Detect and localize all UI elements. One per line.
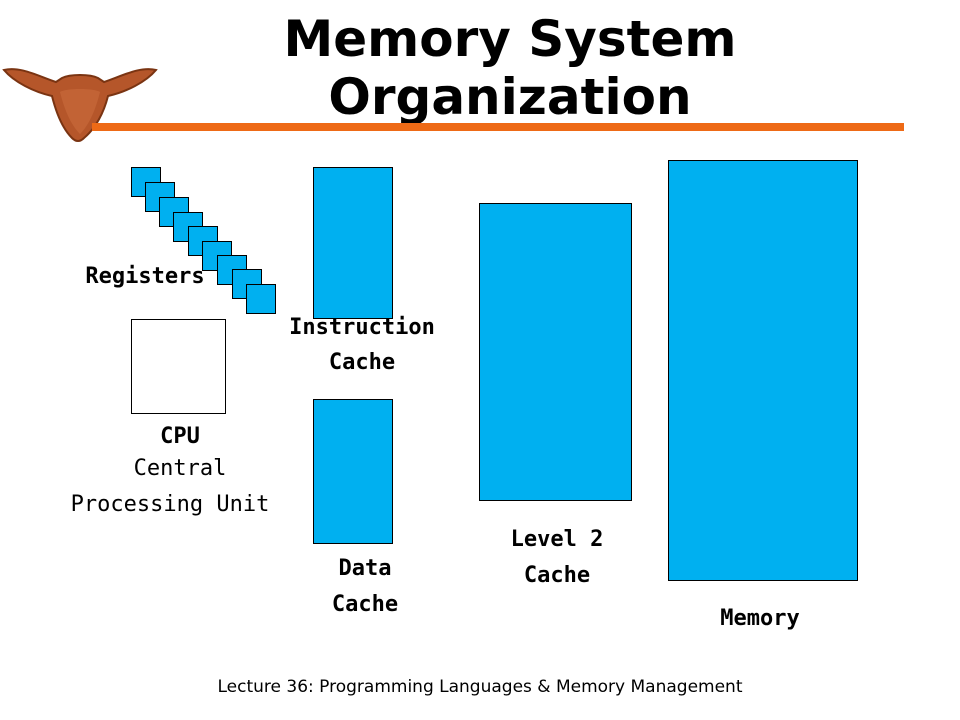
cpu-label-line-2: Central	[133, 456, 227, 481]
title-line-1: Memory System	[283, 10, 737, 68]
data-cache-label-line-1: Data	[338, 556, 392, 581]
cpu-box	[131, 319, 226, 414]
memory-box	[668, 160, 858, 581]
data-cache-label-line-2: Cache	[331, 592, 399, 617]
longhorn-logo	[2, 68, 158, 142]
slide-title: Memory System Organization	[200, 10, 820, 126]
title-line-2: Organization	[328, 68, 692, 126]
instruction-cache-label-line-2: Cache	[328, 350, 396, 375]
level-2-cache-box	[479, 203, 632, 501]
memory-label: Memory	[720, 606, 800, 631]
register-block	[246, 284, 276, 314]
instruction-cache-box	[313, 167, 393, 319]
level-2-cache-label-line-2: Cache	[523, 563, 591, 588]
slide-footer: Lecture 36: Programming Languages & Memo…	[217, 677, 743, 697]
cpu-label-line-3: Processing Unit	[70, 492, 270, 517]
cpu-label: CPU	[160, 424, 200, 449]
registers-label: Registers	[85, 264, 205, 289]
title-underline	[92, 123, 904, 131]
level-2-cache-label-line-1: Level 2	[510, 527, 604, 552]
data-cache-box	[313, 399, 393, 544]
instruction-cache-label-line-1: Instruction	[289, 315, 435, 340]
